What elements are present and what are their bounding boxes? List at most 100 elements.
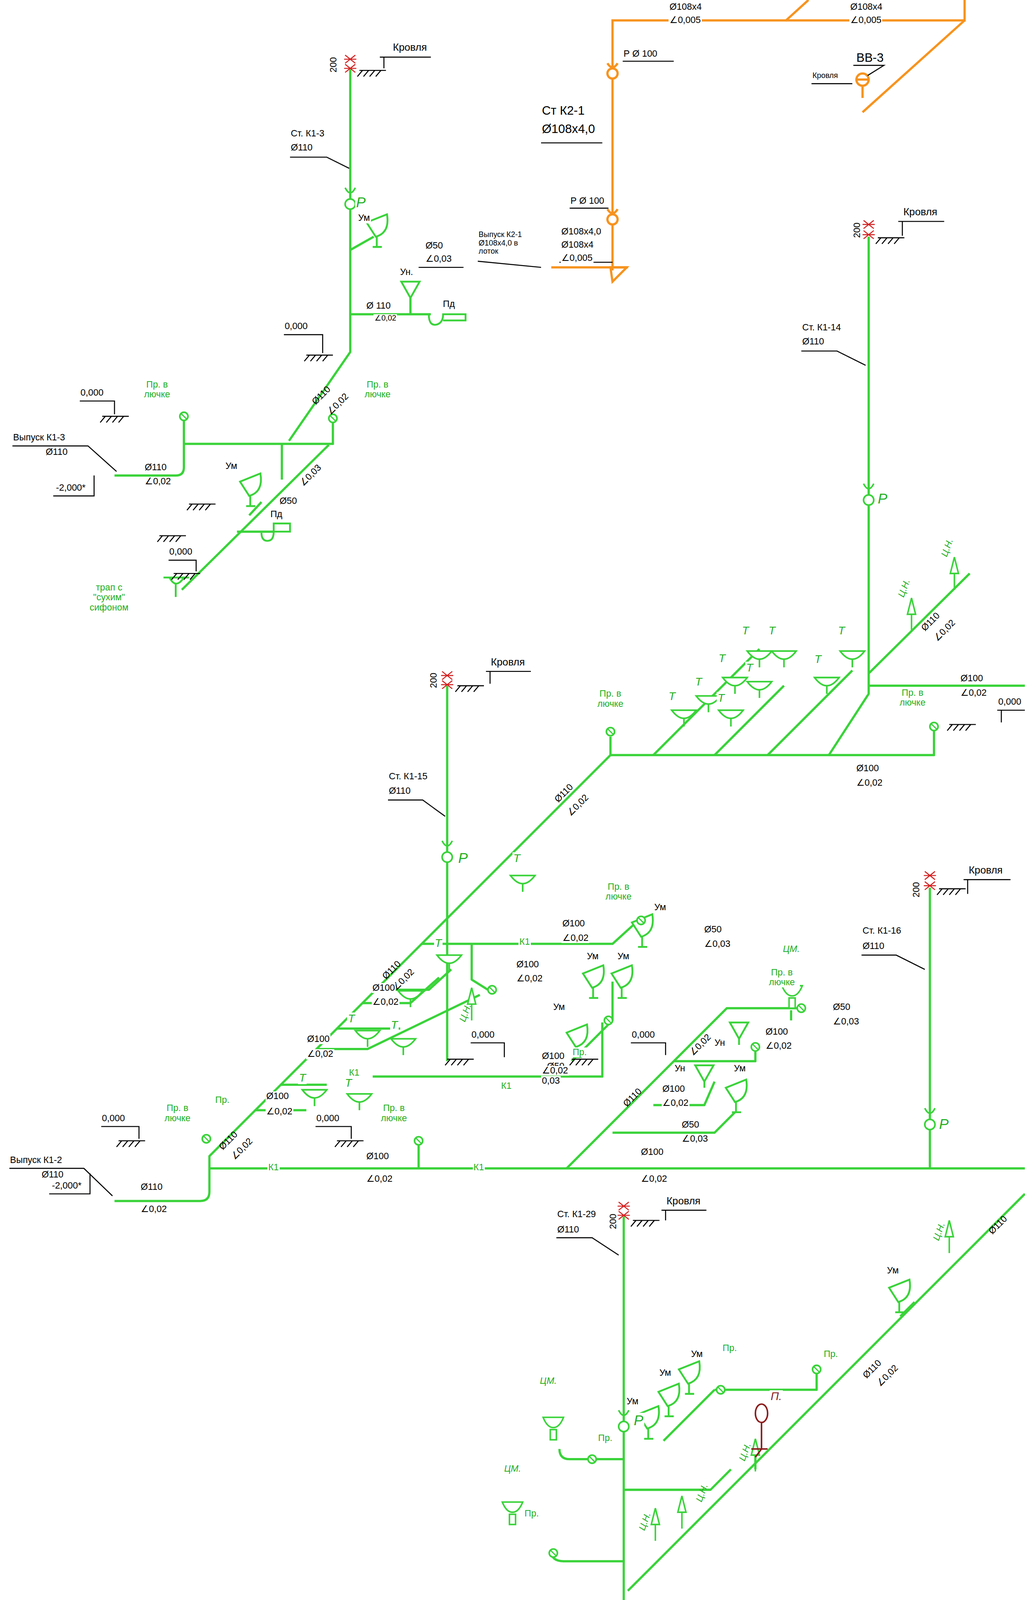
scheme-label: Р [938,1116,950,1133]
scheme-label: ∠0,03 [680,1134,709,1144]
scheme-label: Т [741,624,750,637]
scheme-label: Ø110 [309,383,333,408]
scheme-label: Ум [658,1368,672,1379]
pump-symbol [751,1404,768,1457]
scheme-label: ∠0,005 [849,15,883,26]
scheme-label: Ø100 [959,673,985,684]
scheme-label: Р Ø 100 [622,49,659,59]
scheme-label: Ум [552,1002,566,1013]
leader-lines [9,57,1025,1256]
scheme-label: Т [344,1077,353,1089]
scheme-label: Пд [442,299,456,310]
scheme-label: ∠0,02 [365,1174,394,1185]
scheme-label: Ум [625,1396,640,1407]
scheme-label: 0,000 [168,547,194,557]
scheme-label: Выпуск К2-1 Ø108x4,0 в лоток [477,230,533,256]
scheme-label: Пр. в лючке [159,1103,196,1124]
scheme-label: Ø108x4 [668,2,703,12]
scheme-label: 0,000 [283,321,309,332]
scheme-label: Т [694,675,703,688]
siphon-symbol [163,314,466,597]
scheme-label: Ум [585,951,600,962]
scheme-label: Ø100 [639,1147,665,1158]
scheme-label: Кровля [391,41,428,53]
scheme-label: ∠0,02 [144,476,172,487]
scheme-label: Ø110 [861,941,886,952]
scheme-label: ∠0,02 [764,1041,793,1052]
scheme-label: Ø50 [680,1120,701,1130]
scheme-label: Пд [269,509,284,520]
scheme-label: К1 [518,937,531,947]
scheme-label: ЦМ. [538,1376,558,1387]
scheme-label: Пр. в лючке [763,967,800,988]
scheme-label: -2,000* [55,483,87,493]
scheme-label: 200 [428,671,439,690]
scheme-label: Ø100 [515,959,540,970]
scheme-label: Ц.Н. [637,1510,654,1533]
scheme-label: Пр. в лючке [138,379,176,400]
scheme-label: 0,000 [101,1113,126,1124]
scheme-label: К1 [267,1162,280,1173]
scheme-label: Ум [690,1349,704,1360]
scheme-label: Ø 110 [365,301,392,311]
scheme-label: Ø50 [424,240,444,251]
scheme-label: Кровля [902,206,939,218]
scheme-label: Ц.Н. [896,577,913,600]
scheme-label: 0,000 [997,697,1023,707]
scheme-label: Ø100 [365,1151,390,1162]
scheme-label: Ø100 [561,918,586,929]
scheme-label: ∠0,02 [561,933,590,944]
scheme-label: Р [457,850,469,866]
scheme-label: Ø50 [703,924,723,935]
scheme-label: Ст. К1-15 [387,771,429,782]
scheme-label: ∠0,02 [373,314,397,323]
scheme-label: Ум [732,1063,747,1074]
scheme-label: Т [767,624,777,637]
scheme-label: 200 [328,56,339,74]
scheme-label: Ст. К1-16 [861,926,903,936]
scheme-label: Ст К2-1 [541,104,586,118]
scheme-label: Т [347,1012,356,1025]
scheme-label: Ум [886,1265,900,1276]
scheme-label: Ø100 [661,1084,687,1095]
scheme-label: 200 [608,1213,619,1231]
scheme-label: Ст. К1-29 [556,1209,597,1220]
scheme-label: ∠0,02 [855,778,884,788]
scheme-label: Ø110 [552,781,576,805]
scheme-label: Т [434,937,443,950]
scheme-label: Ø110 [801,336,826,347]
scheme-label: Пр. в лючке [894,688,931,709]
scheme-label: 0,03 [541,1076,561,1086]
scheme-label: Т [390,1019,399,1031]
scheme-label: Пр. в лючке [600,882,637,903]
scheme-label: Р [877,491,889,507]
scheme-label: Пр. [214,1095,231,1106]
scheme-label: ∠0,03 [424,254,453,264]
scheme-label: Ø108x4,0 [560,226,603,237]
scheme-label: Пр. [571,1047,588,1058]
scheme-label: Т [836,624,846,637]
scheme-label: П. [769,1390,783,1403]
scheme-label: Ø100 [764,1027,789,1037]
scheme-label: Ø110 [620,1085,645,1110]
scheme-label: 0,000 [315,1113,341,1124]
scheme-label: Выпуск К1-3 [12,432,67,443]
scheme-label: Ц.Н. [939,536,956,559]
scheme-label: Ст. К1-14 [801,322,843,333]
scheme-label: Т [745,661,754,674]
scheme-label: К1 [500,1081,513,1092]
scheme-label: ∠0,02 [639,1174,668,1185]
scheme-label: 200 [852,221,863,239]
scheme-label: ∠0,02 [306,1049,334,1060]
scheme-label: Пр. в лючке [375,1103,412,1124]
scheme-label: ∠0,02 [541,1065,569,1076]
scheme-label: 0,000 [470,1030,496,1040]
scheme-label: Ум [616,951,631,962]
scheme-label: Кровля [967,864,1004,876]
scheme-label: Пр. в лючке [592,689,629,710]
scheme-label: ∠0,03 [831,1016,860,1027]
scheme-label: ∠0,02 [564,791,592,819]
scheme-label: Ø100 [306,1034,331,1045]
scheme-label: Ø100 [371,983,397,994]
